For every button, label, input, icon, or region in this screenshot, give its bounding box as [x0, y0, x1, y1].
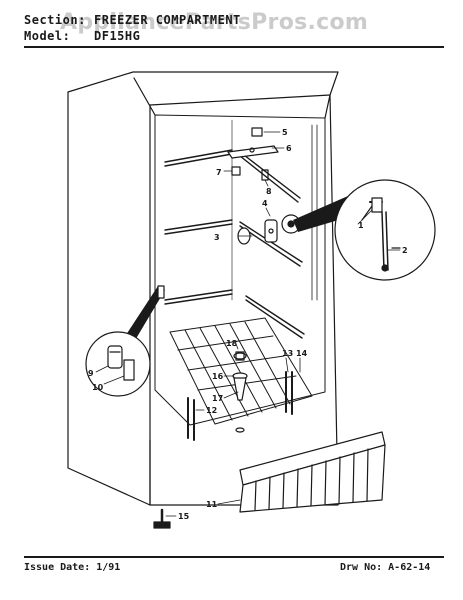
- bottom-wire-basket: [169, 317, 313, 441]
- model-label: Model:: [24, 29, 71, 43]
- section-label: Section:: [24, 13, 86, 27]
- model-row: Model: DF15HG: [24, 28, 241, 44]
- callout-18: 18: [226, 339, 238, 348]
- callout-15: 15: [178, 512, 190, 521]
- callout-13: 13: [282, 349, 293, 358]
- section-row: Section: FREEZER COMPARTMENT: [24, 12, 241, 28]
- watermark: AppliancePartsPros.com: [60, 10, 369, 35]
- model-value: DF15HG: [94, 29, 141, 43]
- callout-14: 14: [296, 349, 308, 358]
- callout-16: 16: [212, 372, 224, 381]
- callout-17: 17: [212, 394, 223, 403]
- drain-assembly: [232, 351, 248, 433]
- callout-5: 5: [282, 128, 288, 137]
- callout-2: 2: [402, 246, 408, 255]
- footer-rule: [24, 556, 444, 558]
- toe-grille: [239, 431, 386, 513]
- header-rule: [24, 46, 444, 48]
- callout-labels: 1 2 3 4 5 6 7 8 9 10 11 12 13 14 15 16 1…: [88, 128, 408, 521]
- section-value: FREEZER COMPARTMENT: [94, 13, 241, 27]
- callout-4: 4: [262, 199, 268, 208]
- callout-3: 3: [214, 233, 220, 242]
- cabinet-shell: [67, 71, 339, 506]
- drawing-number: Drw No: A-62-14: [340, 562, 431, 573]
- callout-1: 1: [358, 221, 364, 230]
- callout-7: 7: [216, 168, 222, 177]
- page-header: Section: FREEZER COMPARTMENT Model: DF15HG: [24, 12, 241, 44]
- exploded-diagram: 1 2 3 4 5 6 7 8 9 10 11 12 13 14 15 16 1…: [67, 71, 436, 529]
- callout-9: 9: [88, 369, 94, 378]
- callout-11: 11: [206, 500, 218, 509]
- leveling-leg: [153, 508, 171, 529]
- callout-10: 10: [92, 383, 104, 392]
- top-hardware: [227, 127, 279, 181]
- issue-date: Issue Date: 1/91: [24, 562, 121, 573]
- callout-12: 12: [206, 406, 217, 415]
- callout-8: 8: [266, 187, 272, 196]
- callout-6: 6: [286, 144, 292, 153]
- leader-lines: [95, 131, 401, 517]
- thermostat-detail: [293, 179, 436, 281]
- latch-detail: [85, 285, 165, 397]
- shelf-rails: [164, 149, 305, 339]
